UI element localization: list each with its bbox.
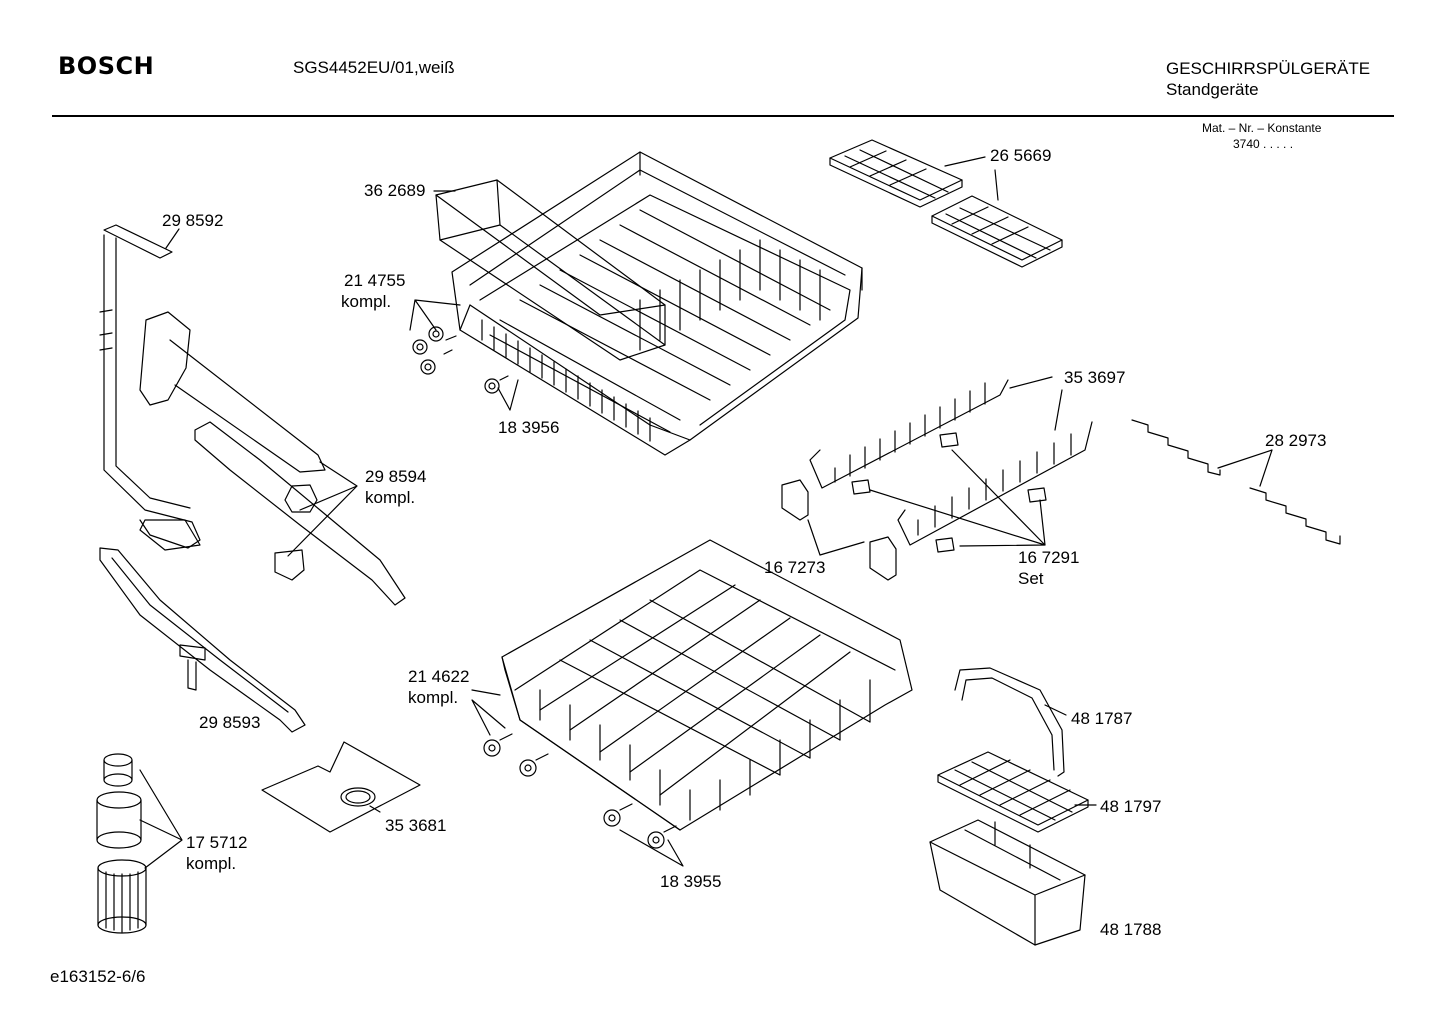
- part-note-label: kompl.: [186, 854, 237, 873]
- appliance-subcategory: Standgeräte: [1166, 80, 1259, 99]
- part-number-label: 29 8594: [365, 467, 427, 486]
- cutlery-basket-drawing: [930, 668, 1088, 945]
- filter-set-drawing: [97, 754, 146, 933]
- part-number-label: 35 3697: [1064, 368, 1126, 387]
- drawing-id: e163152-6/6: [50, 967, 146, 986]
- part-note-label: Set: [1018, 569, 1044, 588]
- part-note-label: kompl.: [365, 488, 416, 507]
- part-number-label: 35 3681: [385, 816, 447, 835]
- clips-drawing: [782, 433, 1046, 580]
- part-number-label: 48 1787: [1071, 709, 1133, 728]
- part-number-label: 21 4622: [408, 667, 470, 686]
- cup-step-drawing: [1132, 420, 1340, 544]
- part-number-label: 48 1788: [1100, 920, 1162, 939]
- part-number-label: 26 5669: [990, 146, 1052, 165]
- part-number-label: 16 7291: [1018, 548, 1080, 567]
- lower-spray-arm-drawing: [100, 548, 305, 732]
- lower-basket-drawing: [484, 540, 912, 848]
- part-number-label: 29 8592: [162, 211, 224, 230]
- mat-nr-value: 3740 . . . . .: [1233, 137, 1294, 151]
- part-note-label: kompl.: [408, 688, 459, 707]
- leader-lines: [140, 157, 1272, 868]
- part-number-label: 48 1797: [1100, 797, 1162, 816]
- mat-nr-label: Mat. – Nr. – Konstante: [1202, 121, 1322, 135]
- part-number-label: 18 3955: [660, 872, 722, 891]
- part-number-label: 28 2973: [1265, 431, 1327, 450]
- model-number: SGS4452EU/01,weiß: [293, 58, 455, 77]
- appliance-category: GESCHIRRSPÜLGERÄTE: [1166, 59, 1371, 78]
- brand-logo: BOSCH: [58, 52, 155, 80]
- header-divider: [52, 115, 1394, 117]
- part-number-label: 17 5712: [186, 833, 248, 852]
- part-number-label: 18 3956: [498, 418, 560, 437]
- part-number-label: 36 2689: [364, 181, 426, 200]
- filter-plate-drawing: [262, 742, 420, 832]
- part-number-label: 29 8593: [199, 713, 261, 732]
- upper-basket-drawing: [413, 152, 862, 455]
- spray-arm-drawing: [100, 225, 405, 605]
- part-number-label: 21 4755: [344, 271, 406, 290]
- tine-row-drawing: [810, 380, 1092, 545]
- cup-rack-drawing: [830, 140, 1062, 267]
- part-note-label: kompl.: [341, 292, 392, 311]
- part-number-label: 16 7273: [764, 558, 826, 577]
